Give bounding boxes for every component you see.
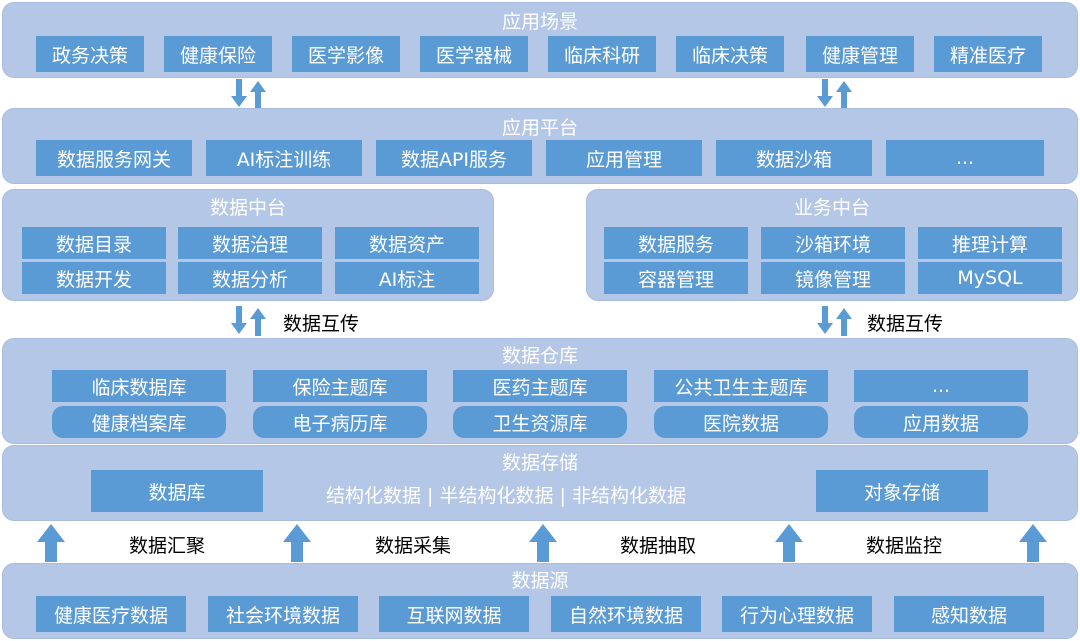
up-arrow-icon (775, 524, 803, 562)
scenario-item: 精准医疗 (934, 36, 1042, 72)
business-middle-item: 沙箱环境 (761, 227, 905, 259)
up-down-arrows-icon (231, 306, 266, 336)
warehouse-item: 健康档案库 (52, 406, 226, 438)
business-middle-item: 镜像管理 (761, 262, 905, 294)
scenario-item: 医学器械 (420, 36, 528, 72)
warehouse-item: 应用数据 (854, 406, 1028, 438)
source-item: 行为心理数据 (722, 596, 872, 632)
warehouse-item: 电子病历库 (253, 406, 427, 438)
warehouse-item: 公共卫生主题库 (654, 370, 828, 402)
warehouse-title: 数据仓库 (501, 345, 578, 367)
storage-database: 数据库 (91, 470, 263, 512)
warehouse-item: ... (854, 370, 1028, 402)
data-middle-item: AI标注 (335, 262, 479, 294)
up-arrow-icon (283, 524, 311, 562)
warehouse-item: 卫生资源库 (453, 406, 627, 438)
storage-data-types: 结构化数据 | 半结构化数据 | 非结构化数据 (326, 485, 686, 507)
scenario-item: 医学影像 (292, 36, 400, 72)
up-arrow-icon (37, 524, 65, 562)
storage-object: 对象存储 (816, 470, 988, 512)
scenario-item: 健康保险 (164, 36, 272, 72)
sources-title: 数据源 (511, 570, 569, 592)
platform-item: 数据API服务 (376, 140, 532, 176)
source-item: 互联网数据 (379, 596, 529, 632)
platform-item: 数据服务网关 (36, 140, 192, 176)
data-middle-item: 数据资产 (335, 227, 479, 259)
business-middle-title: 业务中台 (793, 197, 870, 219)
flow-label: 数据采集 (375, 535, 452, 557)
platform-item: 数据沙箱 (716, 140, 872, 176)
up-arrow-icon (529, 524, 557, 562)
app-platform-title: 应用平台 (501, 117, 578, 139)
source-item: 健康医疗数据 (36, 596, 186, 632)
scenario-item: 临床科研 (548, 36, 656, 72)
flow-label: 数据汇聚 (129, 535, 206, 557)
platform-item: 应用管理 (546, 140, 702, 176)
source-item: 自然环境数据 (551, 596, 701, 632)
scenario-item: 政务决策 (36, 36, 144, 72)
warehouse-item: 保险主题库 (253, 370, 427, 402)
up-down-arrows-icon (817, 306, 852, 336)
warehouse-item: 医院数据 (654, 406, 828, 438)
storage-title: 数据存储 (501, 452, 578, 474)
data-middle-title: 数据中台 (209, 197, 286, 219)
business-middle-item: 容器管理 (604, 262, 748, 294)
source-item: 感知数据 (894, 596, 1044, 632)
flow-label: 数据抽取 (620, 535, 697, 557)
flow-label: 数据监控 (866, 535, 943, 557)
warehouse-item: 医药主题库 (453, 370, 627, 402)
data-middle-item: 数据目录 (22, 227, 166, 259)
exchange-label-right: 数据互传 (867, 313, 944, 335)
up-down-arrows-icon (817, 79, 852, 109)
exchange-label-left: 数据互传 (283, 313, 360, 335)
platform-item: ... (886, 140, 1044, 176)
app-scenarios-title: 应用场景 (501, 11, 578, 33)
warehouse-item: 临床数据库 (52, 370, 226, 402)
up-arrow-icon (1019, 524, 1047, 562)
business-middle-item: 数据服务 (604, 227, 748, 259)
data-middle-item: 数据分析 (178, 262, 322, 294)
scenario-item: 健康管理 (806, 36, 914, 72)
business-middle-item: 推理计算 (918, 227, 1062, 259)
data-middle-item: 数据开发 (22, 262, 166, 294)
data-middle-item: 数据治理 (178, 227, 322, 259)
scenario-item: 临床决策 (676, 36, 784, 72)
up-down-arrows-icon (231, 79, 266, 109)
platform-item: AI标注训练 (206, 140, 362, 176)
business-middle-item: MySQL (918, 262, 1062, 294)
source-item: 社会环境数据 (208, 596, 358, 632)
